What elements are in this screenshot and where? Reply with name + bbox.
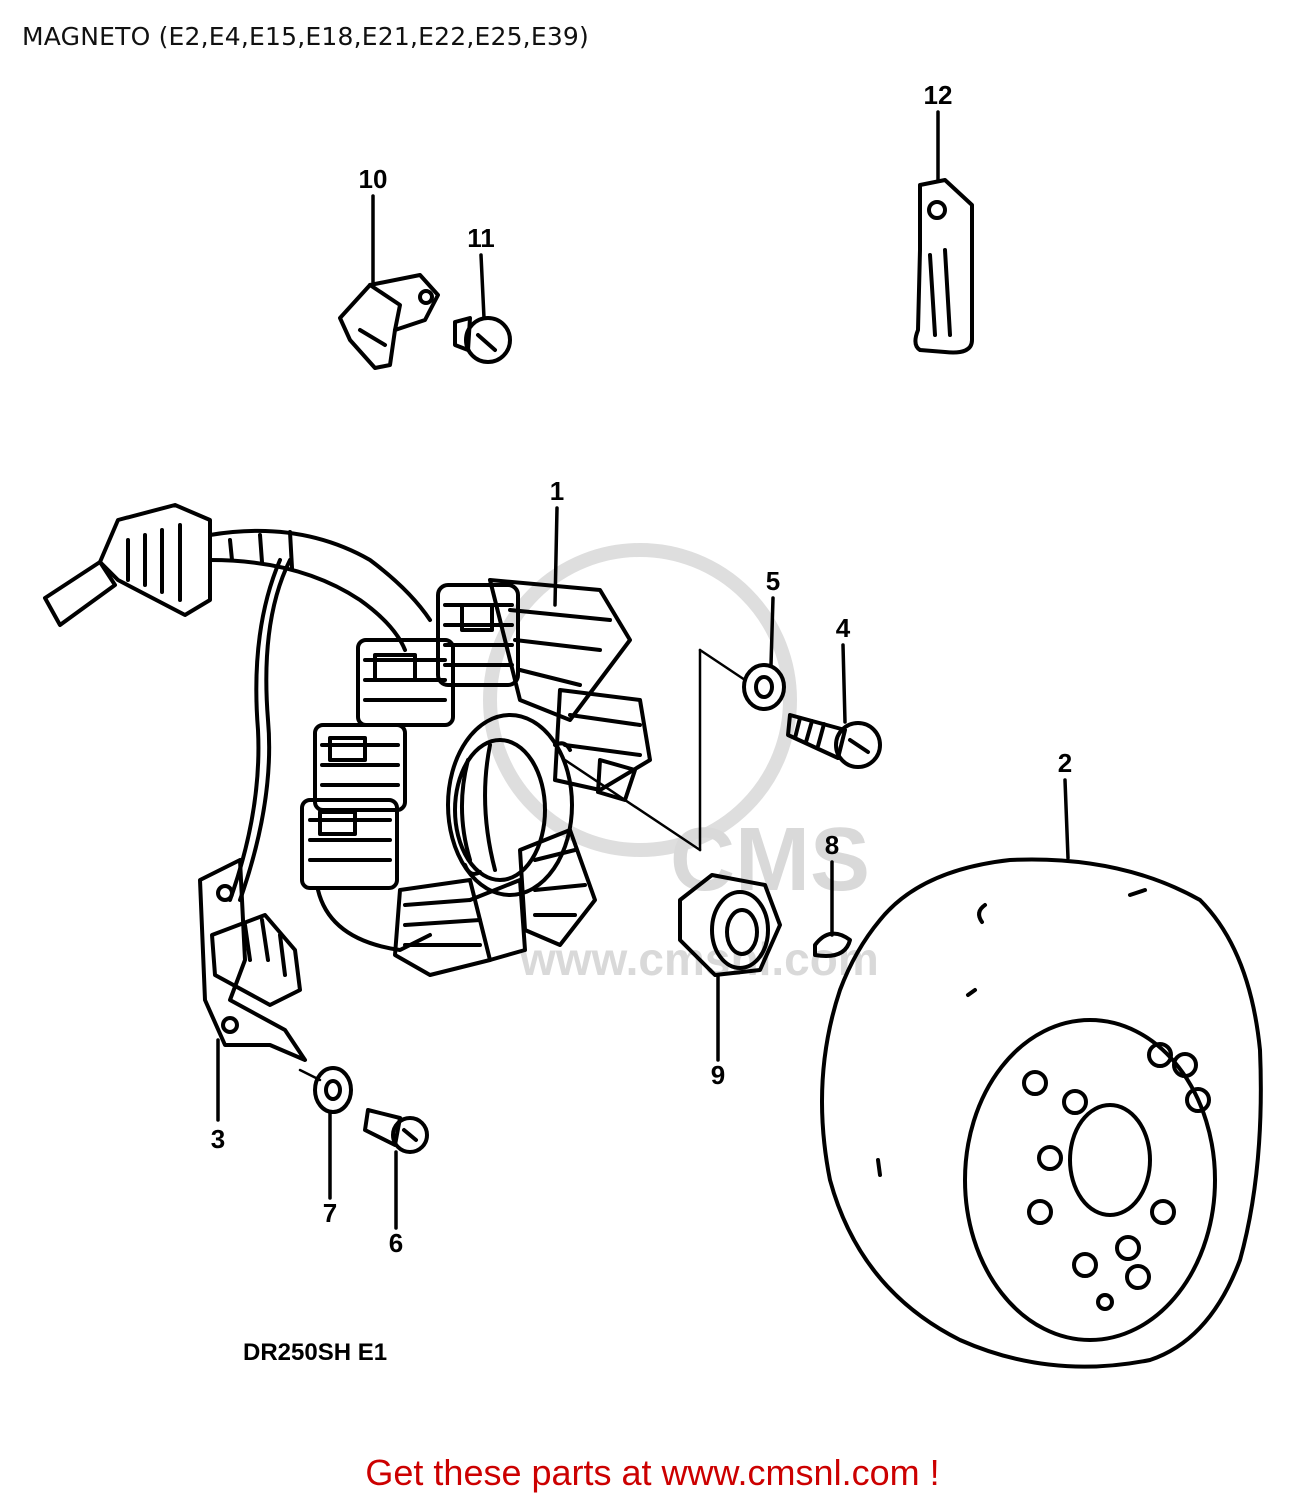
- stator-coil-top: [436, 583, 520, 687]
- part-7-washer: [313, 1066, 353, 1114]
- callout-12: 12: [924, 80, 953, 110]
- callout-8: 8: [825, 830, 839, 860]
- stator-coil-right: [553, 688, 652, 792]
- part-9-nut: [678, 873, 782, 977]
- page-title: MAGNETO (E2,E4,E15,E18,E21,E22,E25,E39): [22, 22, 589, 51]
- part-2-rotor-flywheel: [820, 857, 1263, 1369]
- part-1-stator-assembly: [43, 503, 652, 977]
- stator-coil-top-right: [488, 578, 632, 722]
- callout-7: 7: [323, 1198, 337, 1228]
- callout-2: 2: [1058, 748, 1072, 778]
- stator-coil-left: [313, 723, 407, 812]
- part-10-wire-guide: [338, 273, 440, 370]
- stator-coil-bottom: [393, 878, 527, 977]
- callout-5: 5: [766, 566, 780, 596]
- magneto-exploded-diagram: CMS www.cmsnl.com: [43, 80, 1263, 1369]
- footer-link-text[interactable]: Get these parts at www.cmsnl.com !: [365, 1452, 940, 1493]
- stator-coil-upper-left: [356, 638, 455, 727]
- callout-6: 6: [389, 1228, 403, 1258]
- part-3-pulser-coil: [198, 858, 307, 1062]
- callout-1: 1: [550, 476, 564, 506]
- callout-3: 3: [211, 1124, 225, 1154]
- callout-10: 10: [359, 164, 388, 194]
- part-5-washer: [742, 663, 786, 711]
- callout-4: 4: [836, 613, 851, 643]
- leader-lines: [216, 110, 1070, 1230]
- model-code: DR250SH E1: [243, 1339, 387, 1366]
- callout-9: 9: [711, 1060, 725, 1090]
- callout-11: 11: [467, 223, 495, 253]
- part-12-wire-clamp: [913, 178, 974, 355]
- part-8-key: [813, 931, 852, 958]
- part-6-screw: [363, 1108, 429, 1154]
- part-11-screw: [453, 316, 512, 364]
- callout-labels: 12 10 11 1 5 4 2 8 9 3 7 6: [211, 80, 1072, 1258]
- stator-coil-lower-left: [300, 798, 432, 952]
- part-4-screw: [786, 713, 882, 769]
